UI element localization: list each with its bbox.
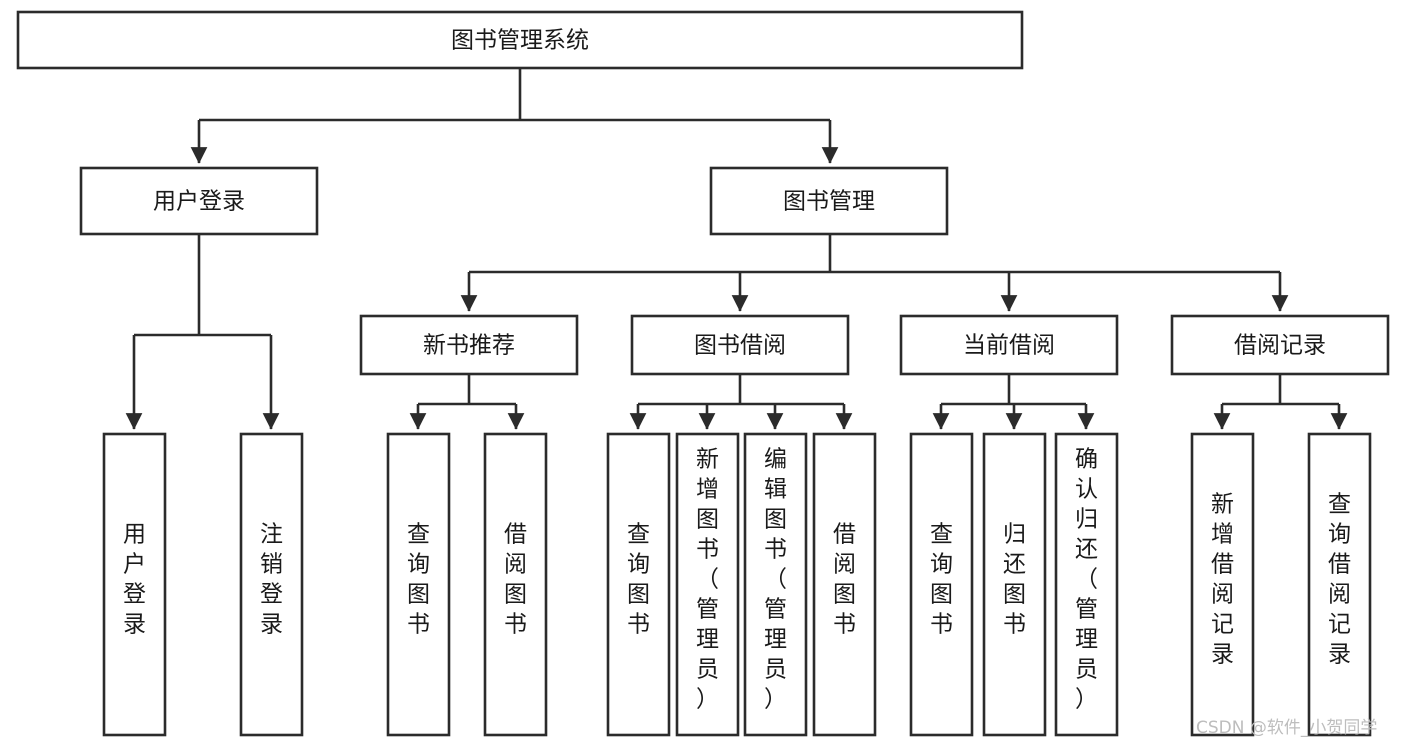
- node-new-book-recommend[interactable]: 新书推荐: [359, 314, 579, 376]
- node-box-leaf-borrow-query-book[interactable]: [606, 432, 671, 737]
- node-box-leaf-rec-borrow-book[interactable]: [483, 432, 548, 737]
- node-label-leaf-borrow-add-book: 新增图书（管理员）: [696, 447, 719, 713]
- node-label-leaf-rec-borrow-book: 借阅图书: [504, 522, 527, 638]
- node-label-leaf-rec-query-record: 查询借阅记录: [1328, 492, 1351, 668]
- node-leaf-cur-query-book[interactable]: 查询图书: [909, 432, 974, 737]
- node-book-borrow[interactable]: 图书借阅: [630, 314, 850, 376]
- node-label-leaf-cur-query-book: 查询图书: [930, 522, 953, 638]
- node-box-leaf-user-logout[interactable]: [239, 432, 304, 737]
- node-box-new-book-recommend[interactable]: [359, 314, 579, 376]
- node-box-borrow-record[interactable]: [1170, 314, 1390, 376]
- node-label-new-book-recommend: 新书推荐: [423, 333, 515, 359]
- node-leaf-rec-borrow-book[interactable]: 借阅图书: [483, 432, 548, 737]
- node-box-leaf-cur-confirm-return[interactable]: [1054, 432, 1119, 737]
- connectors-layer: [125, 68, 1348, 430]
- node-label-user-login: 用户登录: [153, 189, 245, 215]
- node-box-leaf-borrow-borrow-book[interactable]: [812, 432, 877, 737]
- node-leaf-borrow-query-book[interactable]: 查询图书: [606, 432, 671, 737]
- node-box-user-login[interactable]: [79, 166, 319, 236]
- node-leaf-rec-query-book[interactable]: 查询图书: [386, 432, 451, 737]
- node-label-leaf-borrow-query-book: 查询图书: [627, 522, 650, 638]
- node-label-leaf-user-logout: 注销登录: [260, 522, 283, 638]
- node-leaf-borrow-edit-book[interactable]: 编辑图书（管理员）: [743, 432, 808, 737]
- node-leaf-cur-return-book[interactable]: 归还图书: [982, 432, 1047, 737]
- node-label-leaf-borrow-borrow-book: 借阅图书: [833, 522, 856, 638]
- node-label-leaf-rec-query-book: 查询图书: [407, 522, 430, 638]
- node-label-book-manage: 图书管理: [783, 189, 875, 215]
- node-root[interactable]: 图书管理系统: [16, 10, 1024, 70]
- node-box-leaf-rec-add-record[interactable]: [1190, 432, 1255, 737]
- nodes-layer: 图书管理系统用户登录图书管理新书推荐图书借阅当前借阅借阅记录用户登录注销登录查询…: [16, 10, 1390, 737]
- node-label-leaf-borrow-edit-book: 编辑图书（管理员）: [764, 447, 787, 713]
- node-label-leaf-user-login: 用户登录: [123, 522, 146, 638]
- node-leaf-rec-add-record[interactable]: 新增借阅记录: [1190, 432, 1255, 737]
- node-box-leaf-cur-return-book[interactable]: [982, 432, 1047, 737]
- csdn-watermark: CSDN @软件_小贺同学: [1196, 718, 1377, 738]
- node-leaf-cur-confirm-return[interactable]: 确认归还（管理员）: [1054, 432, 1119, 737]
- node-label-book-borrow: 图书借阅: [694, 333, 786, 359]
- node-box-leaf-cur-query-book[interactable]: [909, 432, 974, 737]
- node-user-login[interactable]: 用户登录: [79, 166, 319, 236]
- node-borrow-record[interactable]: 借阅记录: [1170, 314, 1390, 376]
- node-leaf-rec-query-record[interactable]: 查询借阅记录: [1307, 432, 1372, 737]
- node-label-leaf-cur-return-book: 归还图书: [1003, 522, 1026, 638]
- node-label-current-borrow: 当前借阅: [963, 333, 1055, 359]
- node-label-leaf-rec-add-record: 新增借阅记录: [1211, 492, 1234, 668]
- node-leaf-user-login[interactable]: 用户登录: [102, 432, 167, 737]
- node-box-book-borrow[interactable]: [630, 314, 850, 376]
- node-label-borrow-record: 借阅记录: [1234, 333, 1326, 359]
- node-label-leaf-cur-confirm-return: 确认归还（管理员）: [1075, 447, 1098, 713]
- node-box-leaf-borrow-edit-book[interactable]: [743, 432, 808, 737]
- node-box-leaf-rec-query-record[interactable]: [1307, 432, 1372, 737]
- node-box-leaf-borrow-add-book[interactable]: [675, 432, 740, 737]
- node-box-leaf-rec-query-book[interactable]: [386, 432, 451, 737]
- node-box-root[interactable]: [16, 10, 1024, 70]
- node-box-leaf-user-login[interactable]: [102, 432, 167, 737]
- node-book-manage[interactable]: 图书管理: [709, 166, 949, 236]
- node-leaf-borrow-add-book[interactable]: 新增图书（管理员）: [675, 432, 740, 737]
- node-label-root: 图书管理系统: [451, 28, 589, 54]
- node-leaf-user-logout[interactable]: 注销登录: [239, 432, 304, 737]
- node-leaf-borrow-borrow-book[interactable]: 借阅图书: [812, 432, 877, 737]
- node-box-book-manage[interactable]: [709, 166, 949, 236]
- node-box-current-borrow[interactable]: [899, 314, 1119, 376]
- node-current-borrow[interactable]: 当前借阅: [899, 314, 1119, 376]
